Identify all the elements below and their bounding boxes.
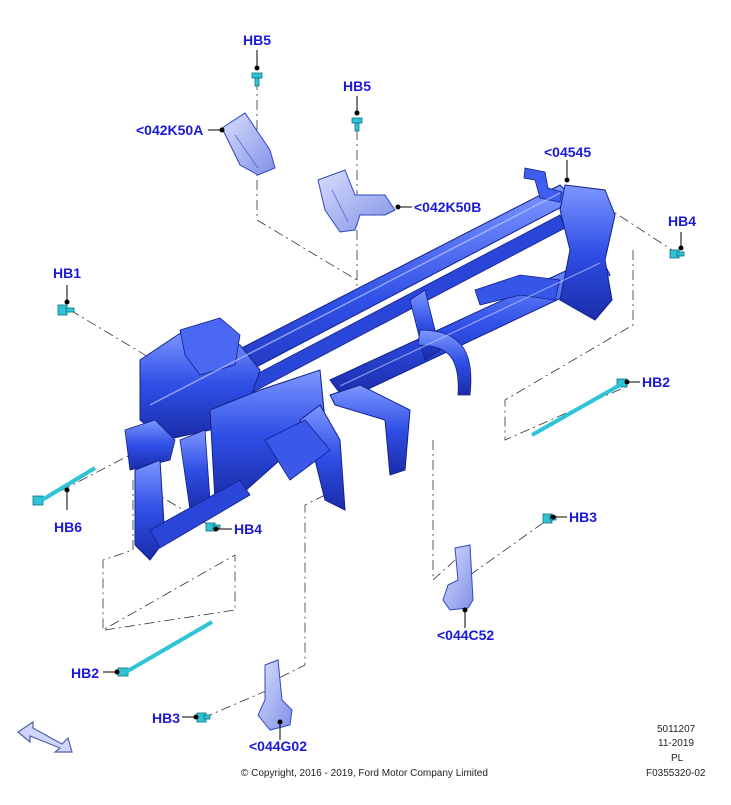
callout-hb2-left: HB2	[71, 665, 100, 681]
callout-hb1: HB1	[53, 265, 82, 281]
bracket-044c52	[442, 544, 474, 611]
callout-leaders	[64, 50, 684, 740]
copyright-notice: © Copyright, 2016 - 2019, Ford Motor Com…	[241, 768, 488, 779]
front-direction-arrow-icon	[16, 720, 73, 753]
diagram-code: 5011207	[657, 724, 696, 735]
figure-id: F0355320-02	[646, 768, 706, 779]
callout-hb6: HB6	[54, 519, 83, 535]
stud-hb2-right	[531, 378, 628, 437]
callout-044g02: <044G02	[249, 738, 307, 754]
callout-hb2-right: HB2	[642, 374, 671, 390]
bolt-hb4-right	[669, 249, 685, 259]
bracket-042k50a	[221, 112, 276, 176]
cross-car-beam	[124, 167, 616, 561]
callout-hb3-left: HB3	[152, 710, 181, 726]
callout-hb5-mid: HB5	[343, 78, 372, 94]
bracket-044g02	[257, 659, 293, 731]
diagram-date: 11-2019	[658, 738, 694, 749]
stud-hb6	[32, 466, 97, 506]
bracket-042k50b	[317, 169, 396, 233]
callout-hb4-left: HB4	[234, 521, 263, 537]
callout-hb4-right: HB4	[668, 213, 697, 229]
callout-042k50a: <042K50A	[136, 122, 204, 138]
callout-04545: <04545	[544, 144, 592, 160]
bolt-hb5-top	[251, 72, 263, 87]
bolt-hb5-mid	[351, 117, 363, 132]
callout-042k50b: <042K50B	[414, 199, 482, 215]
callout-044c52: <044C52	[437, 627, 495, 643]
bolt-hb1	[57, 304, 75, 316]
callout-hb3-right: HB3	[569, 509, 598, 525]
stud-hb2-left	[117, 620, 214, 677]
fasteners	[32, 72, 685, 723]
callout-hb5-top: HB5	[243, 32, 272, 48]
diagram-variant: PL	[671, 753, 684, 764]
bolt-hb3-left	[196, 712, 211, 723]
